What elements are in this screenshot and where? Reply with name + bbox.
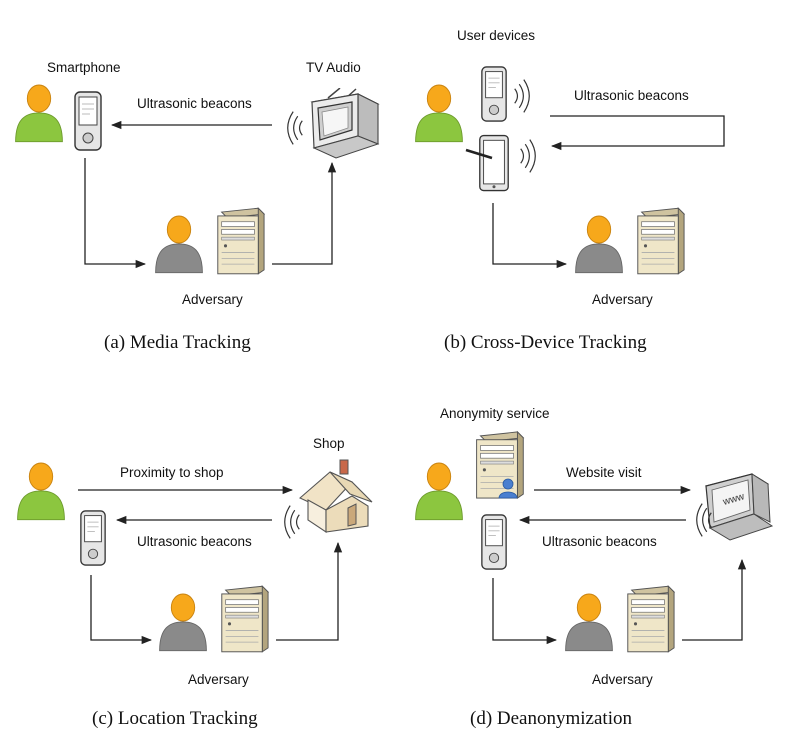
shop-icon — [299, 459, 373, 533]
device-to-adversary-arrow — [492, 203, 568, 269]
beacon-label: Ultrasonic beacons — [542, 534, 657, 549]
anonymity-service-label: Anonymity service — [440, 406, 550, 421]
smartphone-label: Smartphone — [47, 60, 121, 75]
sound-waves-icon — [287, 110, 303, 146]
tv-icon — [311, 88, 379, 159]
adversary-to-website-arrow — [682, 558, 747, 641]
server-icon — [217, 207, 265, 275]
caption-d: (d) Deanonymization — [470, 708, 632, 729]
anonymous-user-icon — [498, 478, 518, 499]
smartphone-icon — [74, 91, 102, 151]
user-icon — [415, 462, 463, 521]
sound-waves-icon — [520, 138, 536, 174]
smartphone-icon — [481, 66, 507, 122]
beacon-label: Ultrasonic beacons — [137, 96, 252, 111]
user-icon — [15, 84, 63, 143]
caption-c: (c) Location Tracking — [92, 708, 258, 729]
smartphone-icon — [481, 514, 507, 570]
proximity-label: Proximity to shop — [120, 465, 224, 480]
phone-to-adversary-arrow — [492, 578, 558, 645]
user-icon — [17, 462, 65, 521]
panel-location-tracking: Shop Proximity to shop Ultrasonic beacon… — [17, 436, 373, 729]
adversary-person-icon — [159, 593, 207, 652]
beacon-label: Ultrasonic beacons — [574, 88, 689, 103]
server-icon — [627, 585, 675, 653]
sound-waves-icon — [514, 78, 530, 114]
user-icon — [415, 84, 463, 143]
adversary-label: Adversary — [592, 672, 653, 687]
caption-b: (b) Cross-Device Tracking — [444, 332, 647, 353]
beacon-label: Ultrasonic beacons — [137, 534, 252, 549]
caption-a: (a) Media Tracking — [104, 332, 251, 353]
smartphone-icon — [80, 510, 106, 566]
adversary-person-icon — [565, 593, 613, 652]
adversary-person-icon — [575, 215, 623, 274]
website-visit-label: Website visit — [566, 465, 642, 480]
panel-media-tracking: Smartphone TV Audio Ultrasonic beacons A… — [15, 60, 379, 353]
server-icon — [637, 207, 685, 275]
phone-to-adversary-arrow — [90, 575, 153, 645]
website-monitor-icon — [705, 473, 773, 541]
adversary-to-tv-arrow — [272, 161, 337, 265]
panel-cross-device-tracking: User devices Ultrasonic beacons Adversar… — [415, 28, 725, 353]
stylus-icon — [465, 148, 493, 160]
adversary-label: Adversary — [182, 292, 243, 307]
adversary-to-shop-arrow — [276, 541, 343, 641]
adversary-label: Adversary — [592, 292, 653, 307]
sound-waves-icon — [284, 504, 300, 540]
tablet-icon — [479, 134, 509, 192]
tv-audio-label: TV Audio — [306, 60, 361, 75]
anonymity-server-icon — [476, 431, 524, 499]
panel-deanonymization: Anonymity service Website visit www Ultr… — [415, 406, 773, 729]
shop-label: Shop — [313, 436, 345, 451]
beacon-loop-arrow — [550, 115, 725, 151]
user-devices-label: User devices — [457, 28, 535, 43]
phone-to-adversary-arrow — [84, 158, 147, 269]
adversary-label: Adversary — [188, 672, 249, 687]
adversary-person-icon — [155, 215, 203, 274]
server-icon — [221, 585, 269, 653]
